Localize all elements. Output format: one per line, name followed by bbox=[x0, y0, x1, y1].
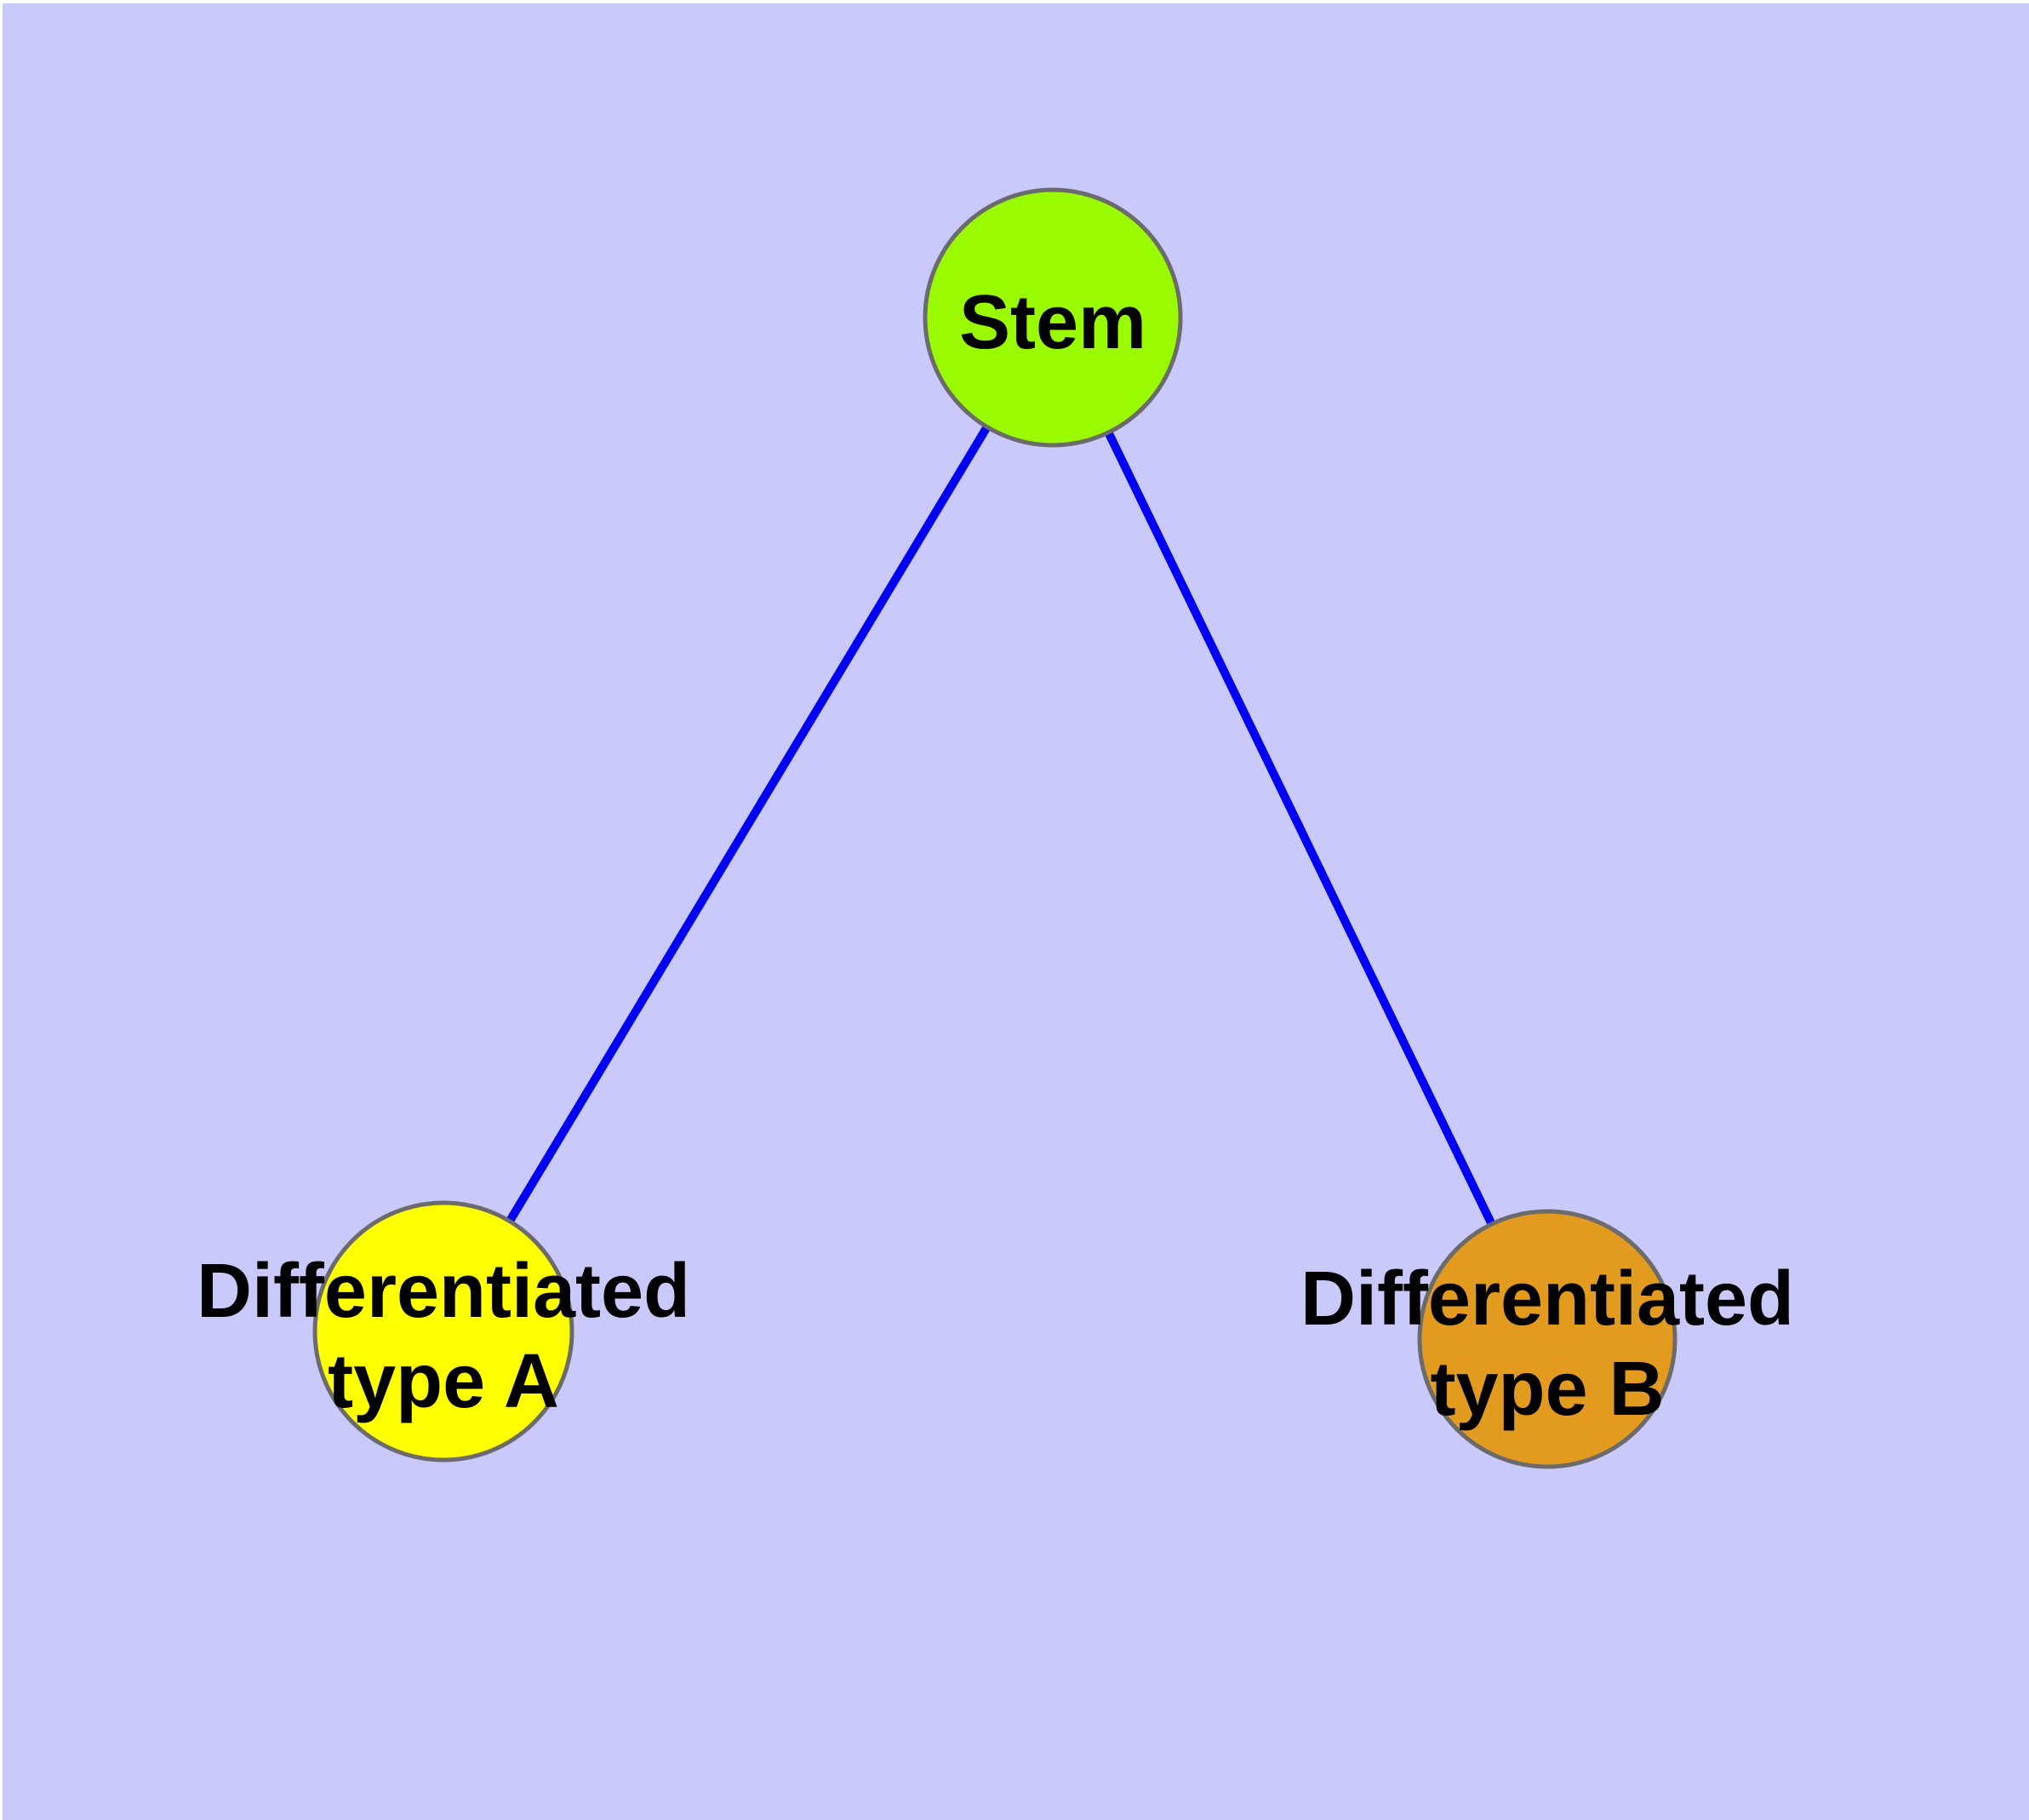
node-stem bbox=[923, 187, 1183, 448]
node-label-stem: Stem bbox=[959, 280, 1146, 365]
node-differentiated-type-a bbox=[312, 1200, 574, 1462]
node-label-line: Differentiated bbox=[1300, 1256, 1794, 1342]
node-differentiated-type-b bbox=[1417, 1209, 1677, 1469]
node-label-line: Stem bbox=[959, 280, 1146, 365]
node-label-line: Differentiated bbox=[197, 1249, 690, 1334]
node-label-line: type B bbox=[1430, 1347, 1664, 1432]
edge-stem-to-differentiated-type-a bbox=[439, 315, 1057, 1334]
edge-stem-to-differentiated-type-b bbox=[1049, 315, 1552, 1342]
node-label-line: type A bbox=[328, 1339, 559, 1424]
